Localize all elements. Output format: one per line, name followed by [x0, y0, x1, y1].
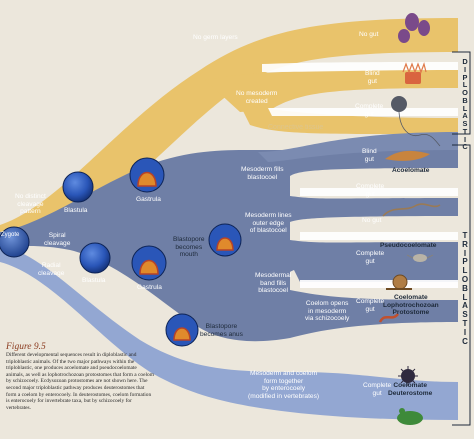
label-blastopore-mouth: Blastopore becomes mouth — [173, 236, 205, 259]
label-blind-gut-1: Blind gut — [365, 70, 380, 85]
side-label-letter: L — [462, 103, 468, 113]
label-no-distinct: No distinct cleavage pattern — [15, 193, 46, 216]
flatworm-icon — [385, 150, 430, 161]
group-acoelomate: Acoelomate — [392, 167, 430, 174]
rotifer-icon — [406, 254, 434, 262]
label-mesoderm-fills: Mesoderm fills blastocoel — [241, 166, 284, 181]
branch-separators — [262, 62, 458, 288]
frog-icon — [397, 408, 423, 425]
label-mesoderm-lines: Mesoderm lines outer edge of blastocoel — [245, 212, 292, 235]
blastula-lower — [79, 242, 111, 274]
sea-urchin-icon — [398, 366, 418, 386]
group-coelomate-deut: Coelomate Deuterostome — [388, 382, 433, 397]
side-label-letter: T — [462, 318, 468, 328]
side-label-letter: L — [462, 266, 468, 276]
label-gastrula-2: Gastrula — [137, 284, 162, 291]
gastrula-deuterostome — [165, 313, 199, 347]
nematode-icon — [382, 203, 441, 217]
side-label-letter: I — [463, 327, 467, 337]
side-label-letter: I — [463, 64, 467, 74]
side-label-letter: B — [462, 283, 468, 293]
triploblastic-bracket — [452, 144, 471, 426]
label-no-gut: No gut — [359, 31, 379, 38]
side-label-letter: P — [462, 257, 468, 267]
gastrula-triploblastic-upper — [208, 223, 242, 257]
label-complete-gut-3: Complete gut — [356, 250, 385, 265]
figure-caption: Different developmental sequences result… — [6, 352, 154, 411]
label-blind-gut-2: Blind gut — [362, 148, 377, 163]
label-gastrula-1: Gastrula — [136, 196, 161, 203]
side-label-letter: L — [462, 80, 468, 90]
label-faded-overlay: Connective tissue — [268, 124, 324, 131]
label-mesodermal-band: Mesodermal band fills blastocoel — [255, 272, 292, 295]
label-no-gut-2: No gut — [362, 217, 382, 224]
label-complete-gut-4: Complete gut — [356, 298, 385, 313]
side-label-letter: D — [462, 57, 468, 66]
side-label-letter: P — [462, 72, 468, 82]
side-label-letter: O — [462, 88, 468, 98]
label-mesoderm-coelom: Mesoderm and coelom form together by ent… — [248, 370, 320, 400]
gastrula-upper — [129, 157, 165, 193]
group-pseudocoelomate: Pseudocoelomate — [380, 242, 437, 249]
earthworm-icon — [378, 313, 399, 323]
label-blastula-1: Blastula — [64, 207, 88, 214]
zygote-cell — [0, 226, 30, 258]
anemone-icon — [402, 61, 427, 84]
side-label-letter: I — [463, 248, 467, 258]
side-label-letter: R — [462, 239, 468, 249]
label-zygote: Zygote — [1, 232, 20, 238]
side-label-letter: S — [462, 119, 468, 129]
side-label-letter: L — [462, 292, 468, 302]
label-spiral: Spiral cleavage — [44, 232, 71, 247]
label-radial: Radial cleavage — [38, 262, 65, 277]
snail-icon — [386, 274, 412, 290]
side-label-letter: O — [461, 274, 469, 284]
side-label-letter: S — [462, 310, 468, 320]
group-coelomate-lopho: Coelomate Lophotrochozoan Protostome — [383, 294, 439, 317]
label-complete-gut-5: Complete gut — [363, 382, 392, 397]
label-complete-gut-2: Complete gut — [356, 183, 385, 198]
label-blastula-2: Blastula — [82, 277, 106, 284]
side-label-letter: C — [462, 142, 468, 152]
side-label-letter: I — [463, 134, 467, 144]
side-label-letter: T — [462, 126, 468, 136]
gastrula-lower — [131, 245, 167, 281]
label-no-germ-layers: No germ layers — [193, 34, 238, 41]
label-coelom-opens: Coelom opens in mesoderm via schizocoely — [305, 300, 350, 323]
figure-title: Figure 9.5 — [6, 342, 46, 352]
side-label-letter: B — [462, 95, 468, 105]
label-no-mesoderm: No mesoderm created — [236, 90, 278, 105]
blastula-upper — [62, 171, 94, 203]
deuterostome-branch — [0, 246, 458, 420]
diploblastic-bracket — [452, 51, 471, 135]
side-label-letter: T — [462, 231, 468, 240]
side-label-letter: A — [462, 111, 468, 121]
label-blastopore-anus: Blastopore becomes anus — [200, 323, 243, 338]
side-label-letter: C — [462, 336, 468, 346]
sponge-icon — [398, 13, 430, 43]
side-label-letter: A — [462, 301, 468, 311]
comb-jelly-icon — [391, 96, 441, 147]
label-complete-gut-1: Complete gut — [355, 103, 384, 118]
